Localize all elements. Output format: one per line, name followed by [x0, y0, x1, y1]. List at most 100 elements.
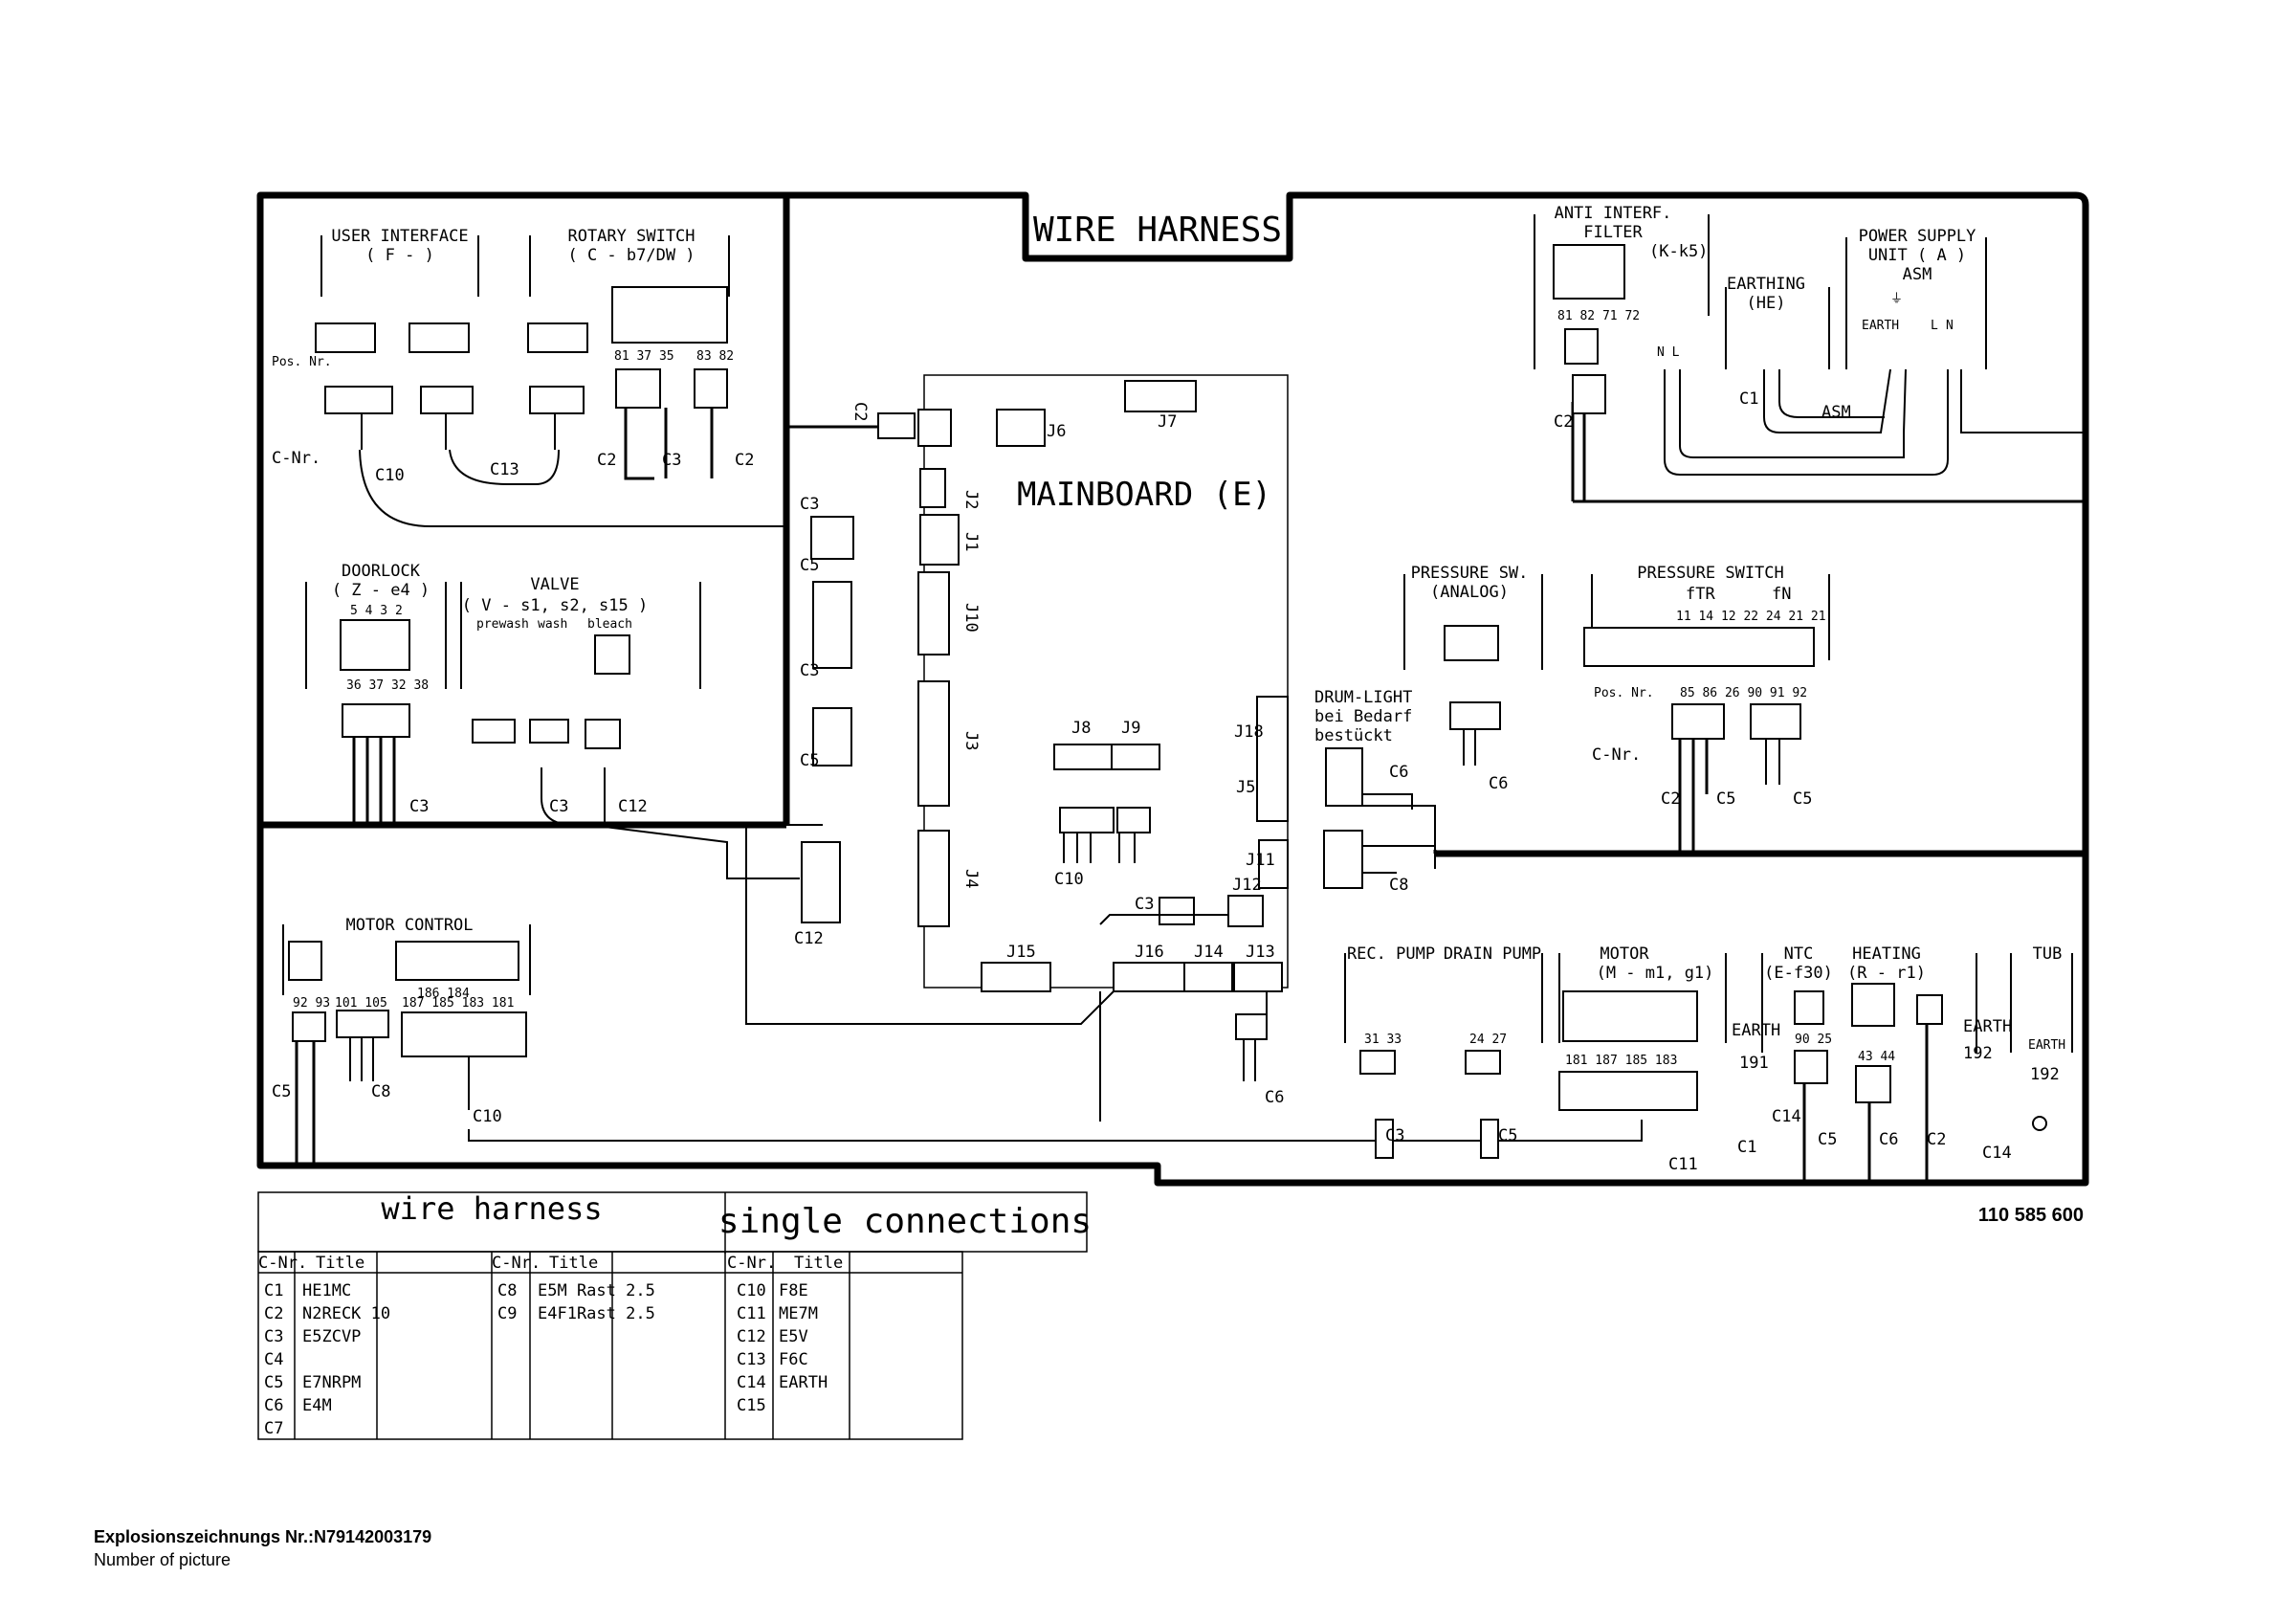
table-row-t: E5M Rast 2.5	[538, 1281, 655, 1300]
j14-connector	[1183, 962, 1233, 992]
motor-control-title: MOTOR CONTROL	[345, 916, 473, 935]
table-row-c: C5	[264, 1373, 283, 1392]
rotary-plug-2	[615, 368, 661, 409]
jack-j15: J15	[1006, 943, 1036, 962]
pressure-sw-connector	[1444, 625, 1499, 661]
table-row-t: N2RECK 10	[302, 1304, 390, 1323]
heating-earth-connector	[1916, 994, 1943, 1025]
c3-label-doorlock: C3	[409, 797, 429, 816]
ui-wires	[359, 413, 784, 527]
ntc-heating-bracket	[1761, 953, 1977, 1053]
j11-connector	[1258, 839, 1289, 889]
table-row-c: C10	[737, 1281, 766, 1300]
c8-wires	[1362, 845, 1436, 874]
valve-bracket	[460, 582, 701, 689]
c9-plug	[1235, 1013, 1268, 1040]
table-row-c: C14	[737, 1373, 766, 1392]
col-title-3: Title	[794, 1254, 843, 1273]
rec-pump-plug	[1359, 1050, 1396, 1075]
j4-connector	[917, 830, 950, 927]
c14-label-tub: C14	[1982, 1144, 2012, 1163]
single-connections-table-title: single connections	[718, 1202, 1092, 1241]
motor-pins: 181 187 185 183	[1565, 1054, 1677, 1068]
j10-connector	[917, 571, 950, 655]
tub-bracket	[2010, 953, 2073, 1053]
pressure-sw-plug	[1449, 701, 1501, 730]
c11-label-mc: C10	[473, 1107, 502, 1126]
jack-j7: J7	[1158, 412, 1177, 432]
mc-pins-4: 187 185 183 181	[402, 996, 514, 1011]
jack-j9: J9	[1121, 719, 1140, 738]
earthing-code: (HE)	[1747, 294, 1786, 313]
legend-group-2: C8 E5M Rast 2.5 C9 E4F1Rast 2.5	[497, 1281, 655, 1323]
asm-label: ASM	[1821, 403, 1851, 422]
c1-label-bottom: C1	[1737, 1138, 1756, 1157]
footer-number-of-picture: Number of picture	[94, 1550, 231, 1569]
rotary-connector-1	[527, 322, 588, 353]
c3-mid-wires	[1099, 914, 1228, 1122]
rotary-switch-code: ( C - b7/DW )	[567, 246, 695, 265]
doorlock-code: ( Z - e4 )	[332, 581, 430, 600]
mc-c5-wires	[295, 1041, 316, 1166]
heating-title: HEATING	[1852, 944, 1921, 964]
rotary-pins: 81 37 35	[614, 349, 674, 364]
drain-pump-pins: 24 27	[1469, 1033, 1507, 1047]
rotary-switch-body	[611, 286, 728, 344]
ui-cnr-label: C-Nr.	[272, 449, 320, 468]
c10-board-plug	[1059, 807, 1115, 833]
legend-group-3: C10 F8E C11 ME7M C12 E5V C13 F6C C14 EAR…	[737, 1281, 828, 1415]
mc-plug-1	[292, 1011, 326, 1042]
col-cnr-2: C-Nr.	[492, 1254, 541, 1273]
legend-group-1: C1 HE1MC C2 N2RECK 10 C3 E5ZCVP C4 C5 E7…	[264, 1281, 390, 1438]
tub-title: TUB	[2033, 944, 2063, 964]
valve-bleach-plug	[585, 719, 621, 749]
c5-pump-plug	[1480, 1119, 1499, 1159]
jack-j8: J8	[1071, 719, 1091, 738]
earth-191-num: 191	[1739, 1054, 1769, 1073]
user-interface-bracket	[320, 235, 479, 297]
c5-label-psw-2: C5	[1793, 789, 1812, 809]
c8-label: C8	[1389, 876, 1408, 895]
rotary-switch-bracket	[529, 235, 730, 297]
jack-j3: J3	[961, 731, 981, 750]
col-title-2: Title	[549, 1254, 598, 1273]
legend-column-rules	[294, 1252, 850, 1439]
doorlock-connector	[340, 619, 410, 671]
drawing-number: 110 585 600	[1978, 1205, 2084, 1226]
table-row-t: F6C	[779, 1350, 808, 1369]
motor-connector	[1562, 990, 1698, 1042]
j6-side-connector	[917, 409, 952, 447]
c5-label-mc: C5	[272, 1082, 291, 1101]
col-cnr-1: C-Nr.	[258, 1254, 307, 1273]
ui-connector-2	[408, 322, 470, 353]
table-row-c: C15	[737, 1396, 766, 1415]
tub-earth-terminal	[2032, 1116, 2047, 1131]
table-row-t: ME7M	[779, 1304, 818, 1323]
ntc-connector	[1794, 990, 1824, 1025]
j6-connector	[996, 409, 1046, 447]
earth-symbol: ⏚	[1890, 292, 1903, 306]
pressure-switch-wires-2	[1765, 739, 1780, 785]
pressure-switch-connector	[1583, 627, 1815, 667]
c10-wires	[1063, 833, 1136, 863]
c6-label: C6	[1389, 763, 1408, 782]
table-row-c: C13	[737, 1350, 766, 1369]
c1-label-top: C1	[1739, 389, 1758, 409]
jack-j2: J2	[961, 490, 981, 509]
ntc-plug	[1794, 1050, 1828, 1084]
power-supply-n: N	[1946, 319, 1954, 333]
earth-192-label: EARTH	[1963, 1017, 2012, 1036]
pumps-bracket	[1344, 953, 1543, 1043]
doorlock-wires	[352, 737, 396, 825]
pressure-switch-wires	[1678, 739, 1709, 854]
doorlock-bracket	[305, 582, 447, 689]
table-row-c: C12	[737, 1327, 766, 1346]
c8-connector	[1323, 830, 1363, 889]
drum-light-connector	[1325, 747, 1363, 807]
valve-bleach: bleach	[587, 617, 632, 632]
pressure-switch-title: PRESSURE SWITCH	[1637, 564, 1784, 583]
c3-label-valve: C3	[549, 797, 568, 816]
jack-j5: J5	[1236, 778, 1255, 797]
c3-pump-plug	[1375, 1119, 1394, 1159]
